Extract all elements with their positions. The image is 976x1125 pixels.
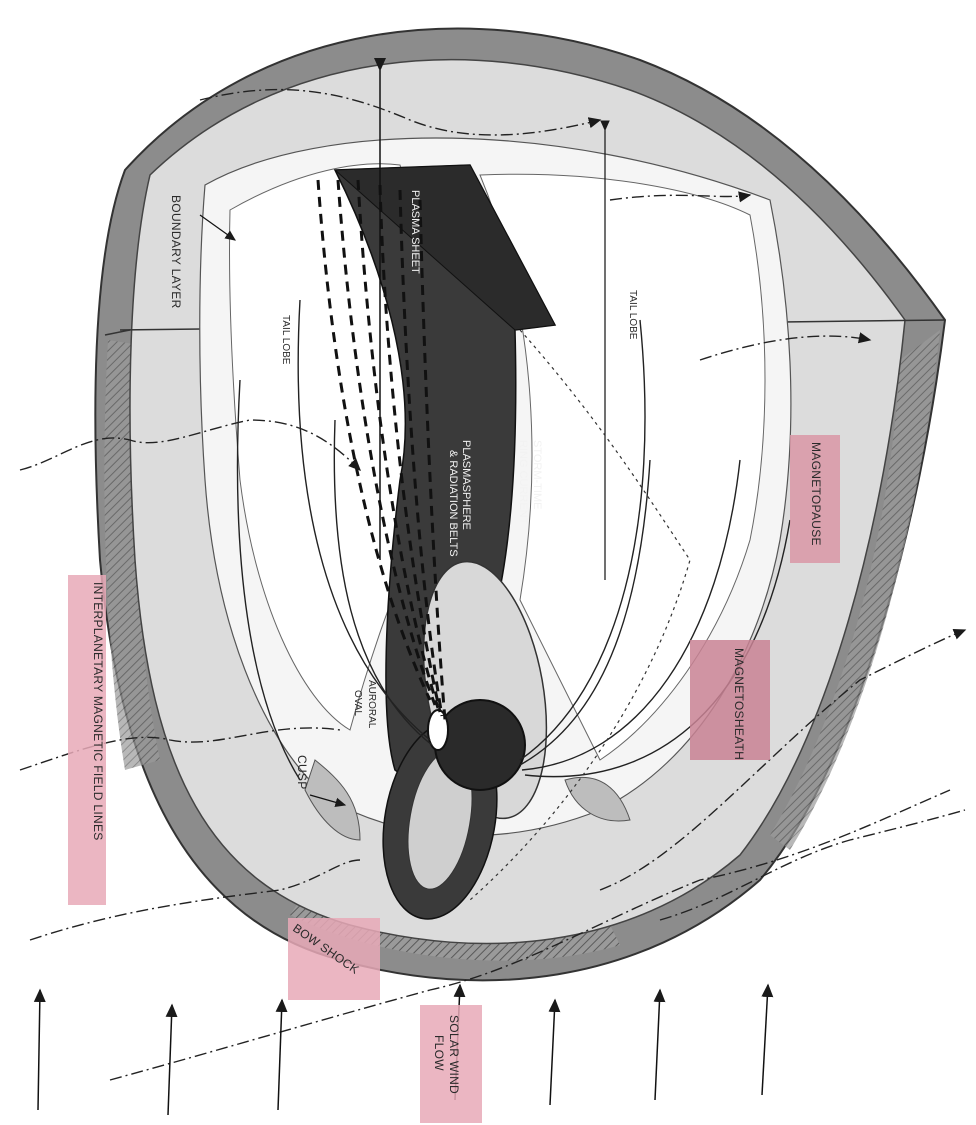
label-tail-lobe-right: TAIL LOBE [627, 290, 638, 340]
label-cusp: CUSP [295, 755, 309, 790]
label-solar-wind-line1: SOLAR WIND [447, 1015, 461, 1094]
label-ring-current-line1: STORM-TIME [531, 440, 543, 509]
highlight-magnetosheath [690, 640, 770, 760]
label-auroral-oval-line1: AURORAL [366, 680, 377, 729]
label-interplanetary-field-lines: INTERPLANETARY MAGNETIC FIELD LINES [91, 582, 105, 841]
label-plasma-sheet: PLASMA SHEET [409, 190, 421, 274]
label-auroral-oval-line2: OVAL [352, 690, 363, 716]
solar-wind-arrows [38, 985, 768, 1115]
label-solar-wind-line2: FLOW [432, 1035, 446, 1071]
label-plasmasphere-line2: & RADIATION BELTS [447, 450, 459, 557]
label-magnetopause: MAGNETOPAUSE [809, 442, 823, 546]
label-ring-current-line2: RING CURRENT [517, 440, 529, 525]
label-plasmasphere-line1: PLASMASPHERE [460, 440, 472, 530]
earth [435, 700, 525, 790]
label-boundary-layer: BOUNDARY LAYER [169, 195, 183, 309]
label-magnetosheath: MAGNETOSHEATH [732, 648, 746, 760]
label-tail-lobe-left: TAIL LOBE [280, 315, 291, 365]
